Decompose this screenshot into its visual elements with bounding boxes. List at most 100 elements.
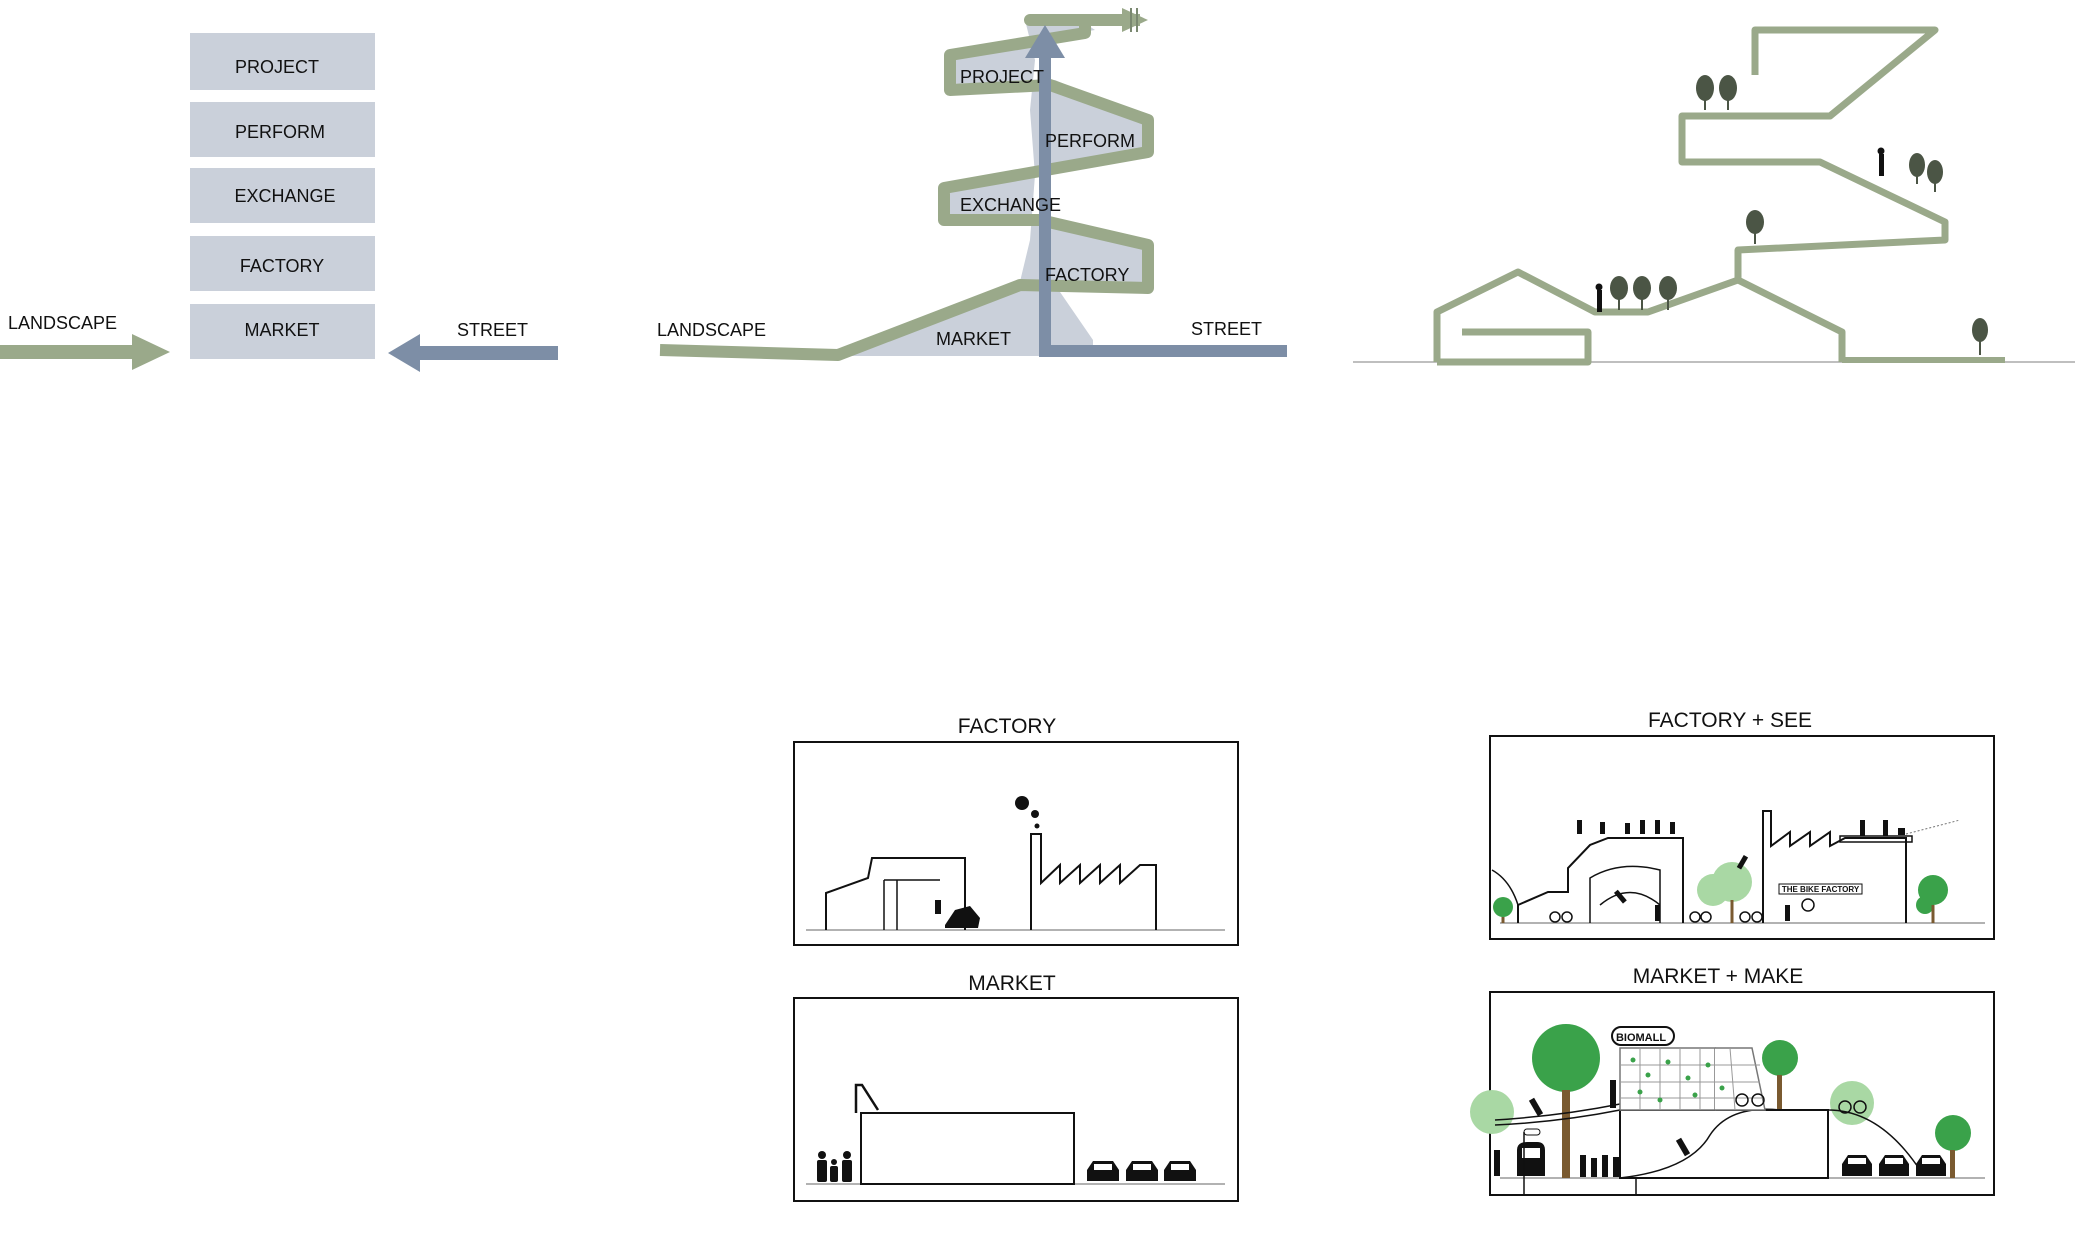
- person-icon: [1577, 820, 1582, 834]
- bicycle-icon: [1853, 1100, 1867, 1114]
- person-icon: [818, 1151, 826, 1159]
- factory-building-left: [1517, 837, 1684, 923]
- panel-market: MARKET: [793, 972, 1239, 1202]
- block-factory: [190, 236, 375, 291]
- landscape-label: LANDSCAPE: [657, 320, 766, 340]
- tree-icon: [1916, 896, 1934, 914]
- tree-icons: [1493, 862, 1948, 923]
- tree-icon: [1633, 276, 1651, 300]
- zigzag-route-diagram: PROJECT PERFORM EXCHANGE FACTORY MARKET …: [657, 8, 1287, 361]
- block-factory-label: FACTORY: [240, 256, 324, 276]
- person-icon: [1898, 828, 1905, 835]
- bicycle-icons: [1549, 898, 1815, 923]
- skater-icon: [1528, 1097, 1544, 1117]
- panel-market-title: MARKET: [968, 972, 1056, 995]
- person-icon: [1655, 905, 1660, 921]
- greenhouse-grid: [1620, 1047, 1762, 1111]
- program-stack-diagram: PROJECT PERFORM EXCHANGE FACTORY MARKET …: [0, 33, 558, 372]
- bicycle-icon: [1549, 911, 1561, 923]
- biomall-sign-text: BIOMALL: [1616, 1032, 1666, 1044]
- tree-icon: [1470, 1090, 1514, 1134]
- climber-icon: [1736, 854, 1749, 870]
- bicycle-icon: [1700, 911, 1712, 923]
- person-icon: [1655, 820, 1660, 834]
- tree-icon: [1746, 210, 1764, 234]
- smoke-icon: [1015, 796, 1029, 810]
- panel-frame: [793, 741, 1239, 946]
- billboard-icon: [854, 1083, 880, 1113]
- tree-icon: [1719, 75, 1737, 101]
- section-outline-diagram: [1353, 26, 2075, 366]
- block-project-label: PROJECT: [235, 57, 319, 77]
- bicycle-icon: [1801, 898, 1815, 912]
- building-section-outline: [1433, 26, 1949, 362]
- forklift-mast-icon: [935, 900, 941, 914]
- market-building: [860, 1112, 1075, 1185]
- bicycle-icon: [1838, 1100, 1852, 1114]
- block-project: [190, 33, 375, 90]
- exterior-ramp: [1827, 1109, 1921, 1171]
- forklift-icon: [945, 906, 980, 928]
- bicycle-icon: [1735, 1093, 1749, 1107]
- panel-market-make-title: MARKET + MAKE: [1633, 965, 1804, 988]
- tree-icon: [1909, 153, 1925, 177]
- people-icons: [1494, 1080, 1691, 1177]
- level-market-label: MARKET: [936, 329, 1011, 349]
- person-icon: [1877, 147, 1885, 155]
- person-icon: [1602, 1155, 1608, 1177]
- person-icon: [1580, 1155, 1586, 1177]
- tree-trunk: [1562, 1090, 1570, 1178]
- bike-factory-sign: [1778, 883, 1863, 895]
- skater-icon: [1675, 1137, 1691, 1157]
- bus-icon: [1517, 1142, 1545, 1176]
- panel-factory-see: FACTORY + SEE THE BIKE FACTORY: [1489, 709, 1995, 940]
- tree-icon: [1935, 1115, 1971, 1151]
- right-volume-outline: [1736, 276, 1846, 362]
- bicycle-icon: [1751, 1093, 1765, 1107]
- bicycle-icon: [1751, 911, 1763, 923]
- tree-icon: [1659, 276, 1677, 300]
- landscape-arrow: [0, 334, 170, 370]
- person-icon: [1597, 290, 1602, 312]
- panel-factory-title: FACTORY: [958, 715, 1056, 738]
- people-icons: [817, 1151, 852, 1182]
- block-exchange: [190, 168, 375, 223]
- street-arrowhead: [1025, 25, 1065, 58]
- skater-icon: [1613, 889, 1627, 904]
- block-market: [190, 304, 375, 359]
- interior-ramp: [1589, 865, 1661, 923]
- roof-deck: [1839, 835, 1913, 843]
- building-mass: [838, 20, 1150, 356]
- person-icon: [842, 1160, 852, 1182]
- rooftop-people-icons: [1577, 820, 1905, 836]
- greenhouse-plants: [1630, 1057, 1725, 1103]
- person-icon: [1625, 823, 1630, 834]
- bicycle-icon: [1689, 911, 1701, 923]
- street-label: STREET: [457, 320, 528, 340]
- person-icon: [830, 1166, 838, 1182]
- interior-ramp: [1619, 1108, 1781, 1179]
- person-icon: [1860, 820, 1865, 836]
- person-icon: [843, 1151, 851, 1159]
- route-arrowhead: [1122, 8, 1148, 32]
- street-arrow: [388, 334, 558, 372]
- person-icons: [1595, 147, 1885, 312]
- block-exchange-label: EXCHANGE: [234, 186, 335, 206]
- tree-icons: [1610, 75, 1988, 342]
- people-icons: [1613, 854, 1790, 921]
- bicycle-icon: [1561, 911, 1573, 923]
- bus-stop-sign: [1523, 1128, 1541, 1136]
- person-icon: [1610, 1080, 1616, 1108]
- person-icon: [1879, 154, 1884, 176]
- person-icon: [1600, 822, 1605, 834]
- shop-building: [825, 857, 966, 930]
- person-icon: [1494, 1150, 1500, 1176]
- tree-icon: [1762, 1040, 1798, 1076]
- person-icon: [831, 1159, 837, 1165]
- person-icon: [1595, 283, 1603, 291]
- bridge: [1494, 1109, 1621, 1126]
- lower-volume-outline: [1437, 328, 1592, 366]
- person-icon: [1883, 820, 1888, 836]
- greenhouse: [1619, 1047, 1716, 1111]
- tree-icon: [1696, 75, 1714, 101]
